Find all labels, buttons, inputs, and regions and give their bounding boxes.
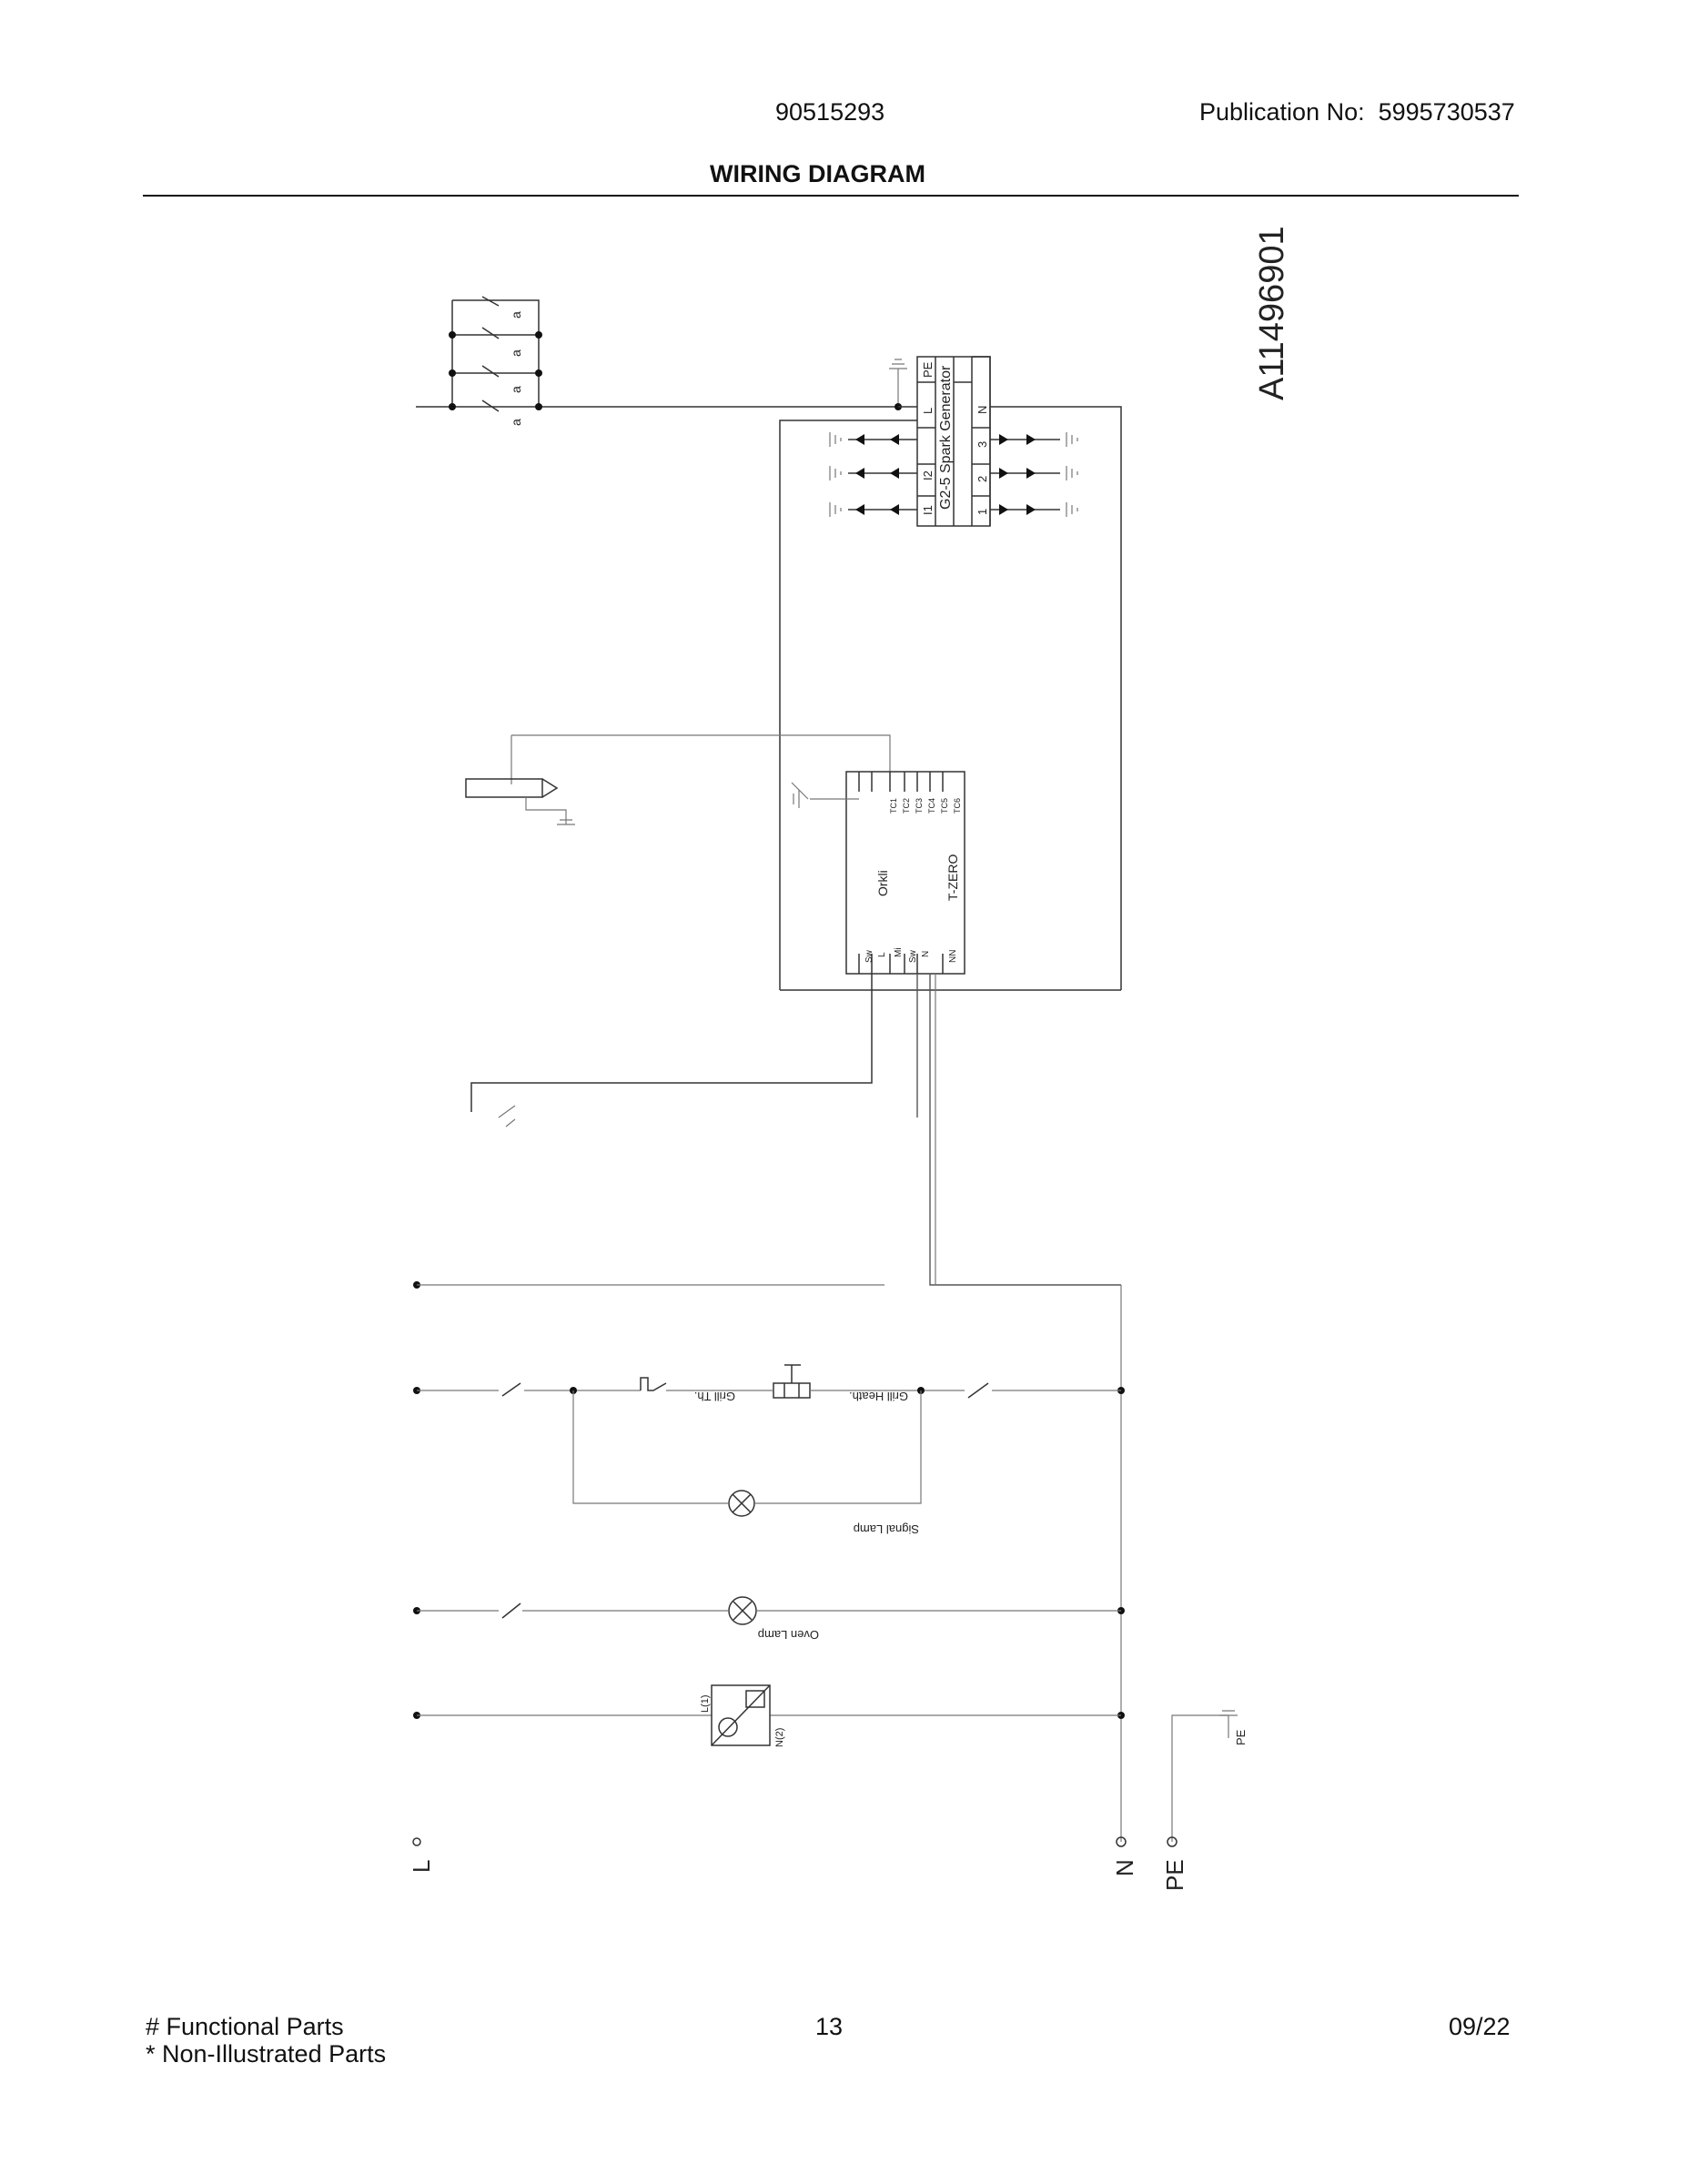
model-number: 90515293 xyxy=(775,98,885,126)
spark-terminal-i1: I1 xyxy=(921,505,935,515)
signal-lamp-loop xyxy=(572,1390,922,1504)
controller-n-wire xyxy=(929,974,1121,1286)
electrode-group-right xyxy=(990,432,1078,517)
spark-terminal-2: 2 xyxy=(975,476,989,482)
oven-lamp-label: Oven Lamp xyxy=(758,1628,819,1642)
electrode-group-left xyxy=(829,432,917,517)
motor-n-label: N(2) xyxy=(774,1728,785,1747)
publication-number: Publication No: 5995730537 xyxy=(1199,98,1515,126)
legend-non-illustrated-parts: * Non-Illustrated Parts xyxy=(146,2040,387,2068)
controller-pin: Mi xyxy=(894,947,904,957)
switch-label: a xyxy=(509,419,523,426)
page-title: WIRING DIAGRAM xyxy=(710,160,925,187)
switch-label: a xyxy=(509,386,523,393)
controller-switch-wire xyxy=(470,974,873,1112)
spark-terminal-l: L xyxy=(921,408,935,414)
orkli-controller: Orkli T-ZERO TC1 TC2 TC3 TC4 TC5 TC6 Sw … xyxy=(791,771,965,975)
spark-terminal-1: 1 xyxy=(975,509,989,515)
controller-pin: N xyxy=(921,951,931,957)
switch-label: a xyxy=(509,349,523,357)
grill-heating-label: Grill Heath. xyxy=(849,1390,908,1403)
header-rule xyxy=(143,195,1519,197)
controller-pin: TC4 xyxy=(927,798,936,814)
terminal-pe: PE xyxy=(1161,1859,1188,1891)
controller-pin: Sw xyxy=(908,949,918,963)
terminal-l: L xyxy=(408,1860,435,1873)
controller-name: Orkli xyxy=(875,870,890,896)
controller-pin: TC1 xyxy=(889,798,898,814)
burner-switch-block: a a a a xyxy=(416,296,898,426)
grill-thermostat-label: Grill Th. xyxy=(694,1390,735,1403)
controller-pin: TC2 xyxy=(902,798,911,814)
page-number: 13 xyxy=(815,2013,844,2040)
earth-small-label: PE xyxy=(1234,1729,1248,1745)
drawing-id: A11496901 xyxy=(1253,226,1291,400)
controller-pin: NN xyxy=(948,950,958,963)
controller-pin: Sw xyxy=(864,949,874,963)
controller-pin: TC6 xyxy=(953,798,962,814)
spark-terminal-n: N xyxy=(975,406,989,414)
revision-date: 09/22 xyxy=(1449,2013,1511,2040)
spark-generator-title: G2-5 Spark Generator xyxy=(938,365,954,510)
controller-pin: TC3 xyxy=(915,798,924,814)
controller-pin: TC5 xyxy=(940,798,949,814)
terminal-n: N xyxy=(1111,1859,1138,1876)
spark-terminal-i2: I2 xyxy=(921,470,935,480)
earth-wire xyxy=(1171,1714,1229,1842)
spark-terminal-3: 3 xyxy=(975,441,989,448)
legend-functional-parts: # Functional Parts xyxy=(146,2013,344,2040)
spark-generator: G2-5 Spark Generator PE L I2 I1 N 3 2 1 xyxy=(779,356,1122,990)
thermocouple-probe xyxy=(465,734,891,825)
switch-label: a xyxy=(509,311,523,318)
controller-model: T-ZERO xyxy=(945,854,960,901)
switch-symbol xyxy=(498,1105,516,1127)
spark-terminal-pe: PE xyxy=(921,361,935,378)
motor-l-label: L(1) xyxy=(700,1694,711,1713)
controller-pin: L xyxy=(877,952,887,957)
signal-lamp-label: Signal Lamp xyxy=(854,1522,919,1536)
